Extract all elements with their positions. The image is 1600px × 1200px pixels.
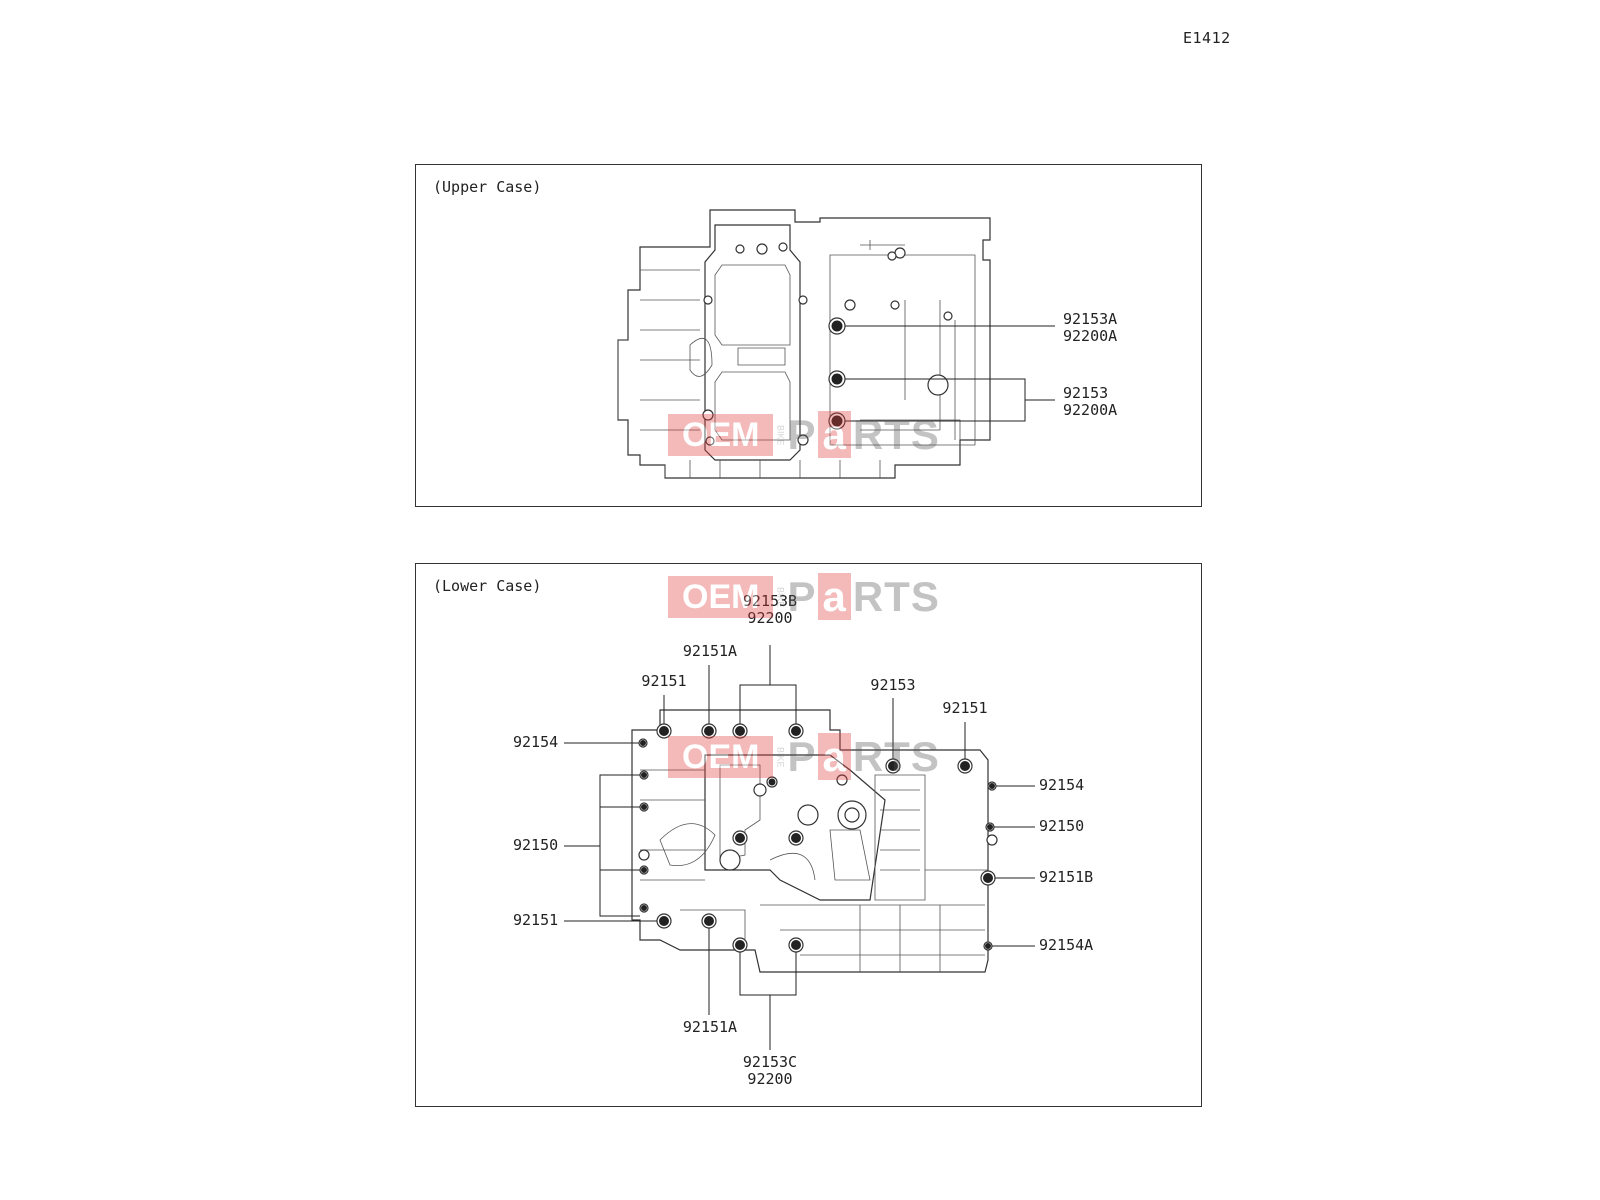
lower-callout-top-92151: 92151 bbox=[641, 672, 687, 690]
lower-callout-right-92154: 92154 bbox=[1039, 776, 1085, 794]
watermark-parts-post: RTS bbox=[852, 733, 940, 780]
upper-callout-92153-line1: 92153 bbox=[1063, 384, 1109, 402]
lower-callout-right-92150: 92150 bbox=[1039, 817, 1085, 835]
watermark-parts-a: a bbox=[818, 733, 851, 780]
watermark-parts-pre: P bbox=[787, 411, 817, 458]
watermark-parts-a: a bbox=[818, 411, 851, 458]
watermark-oem: OEM bbox=[668, 414, 774, 456]
watermark-parts-post: RTS bbox=[852, 411, 940, 458]
lower-case-panel bbox=[415, 563, 1202, 1107]
lower-callout-right-92151b: 92151B bbox=[1039, 868, 1094, 886]
watermark-oem: OEM bbox=[668, 576, 774, 618]
watermark-parts-pre: P bbox=[787, 573, 817, 620]
watermark-bike: BIKE bbox=[775, 586, 786, 608]
lower-callout-right-92154a: 92154A bbox=[1039, 936, 1094, 954]
lower-callout-bottom-center-line2: 92200 bbox=[747, 1070, 793, 1088]
upper-case-title: (Upper Case) bbox=[433, 178, 542, 196]
lower-callout-left-92151: 92151 bbox=[513, 911, 559, 929]
diagram-reference: E1412 bbox=[1183, 29, 1231, 47]
lower-callout-top-92151a: 92151A bbox=[682, 642, 738, 660]
lower-callout-bottom-92151a: 92151A bbox=[682, 1018, 738, 1036]
upper-callout-92153a: 92153A 92200A bbox=[1063, 311, 1117, 345]
lower-callout-top-center: 92153B 92200 bbox=[743, 593, 797, 627]
lower-callout-bottom-center: 92153C 92200 bbox=[743, 1054, 797, 1088]
watermark-bike: BIKE bbox=[775, 746, 786, 768]
lower-case-title: (Lower Case) bbox=[433, 577, 542, 595]
lower-callout-top-92153: 92153 bbox=[870, 676, 916, 694]
watermark-parts-a: a bbox=[818, 573, 851, 620]
watermark-bike: BIKE bbox=[775, 424, 786, 446]
upper-callout-92153a-line1: 92153A bbox=[1063, 310, 1118, 328]
lower-callout-top-center-line1: 92153B bbox=[743, 593, 797, 610]
upper-callout-92153a-line2: 92200A bbox=[1063, 327, 1118, 345]
lower-callout-left-92154: 92154 bbox=[513, 733, 559, 751]
watermark-oem: OEM bbox=[668, 736, 774, 778]
watermark-parts-pre: P bbox=[787, 733, 817, 780]
lower-callout-top-right-92151: 92151 bbox=[942, 699, 988, 717]
upper-callout-92153: 92153 92200A bbox=[1063, 385, 1117, 419]
lower-callout-top-center-line2: 92200 bbox=[747, 609, 793, 627]
lower-callout-left-92150: 92150 bbox=[513, 836, 559, 854]
lower-callout-bottom-center-line1: 92153C bbox=[742, 1053, 798, 1071]
watermark-parts-post: RTS bbox=[852, 573, 940, 620]
upper-callout-92153-line2: 92200A bbox=[1063, 401, 1118, 419]
